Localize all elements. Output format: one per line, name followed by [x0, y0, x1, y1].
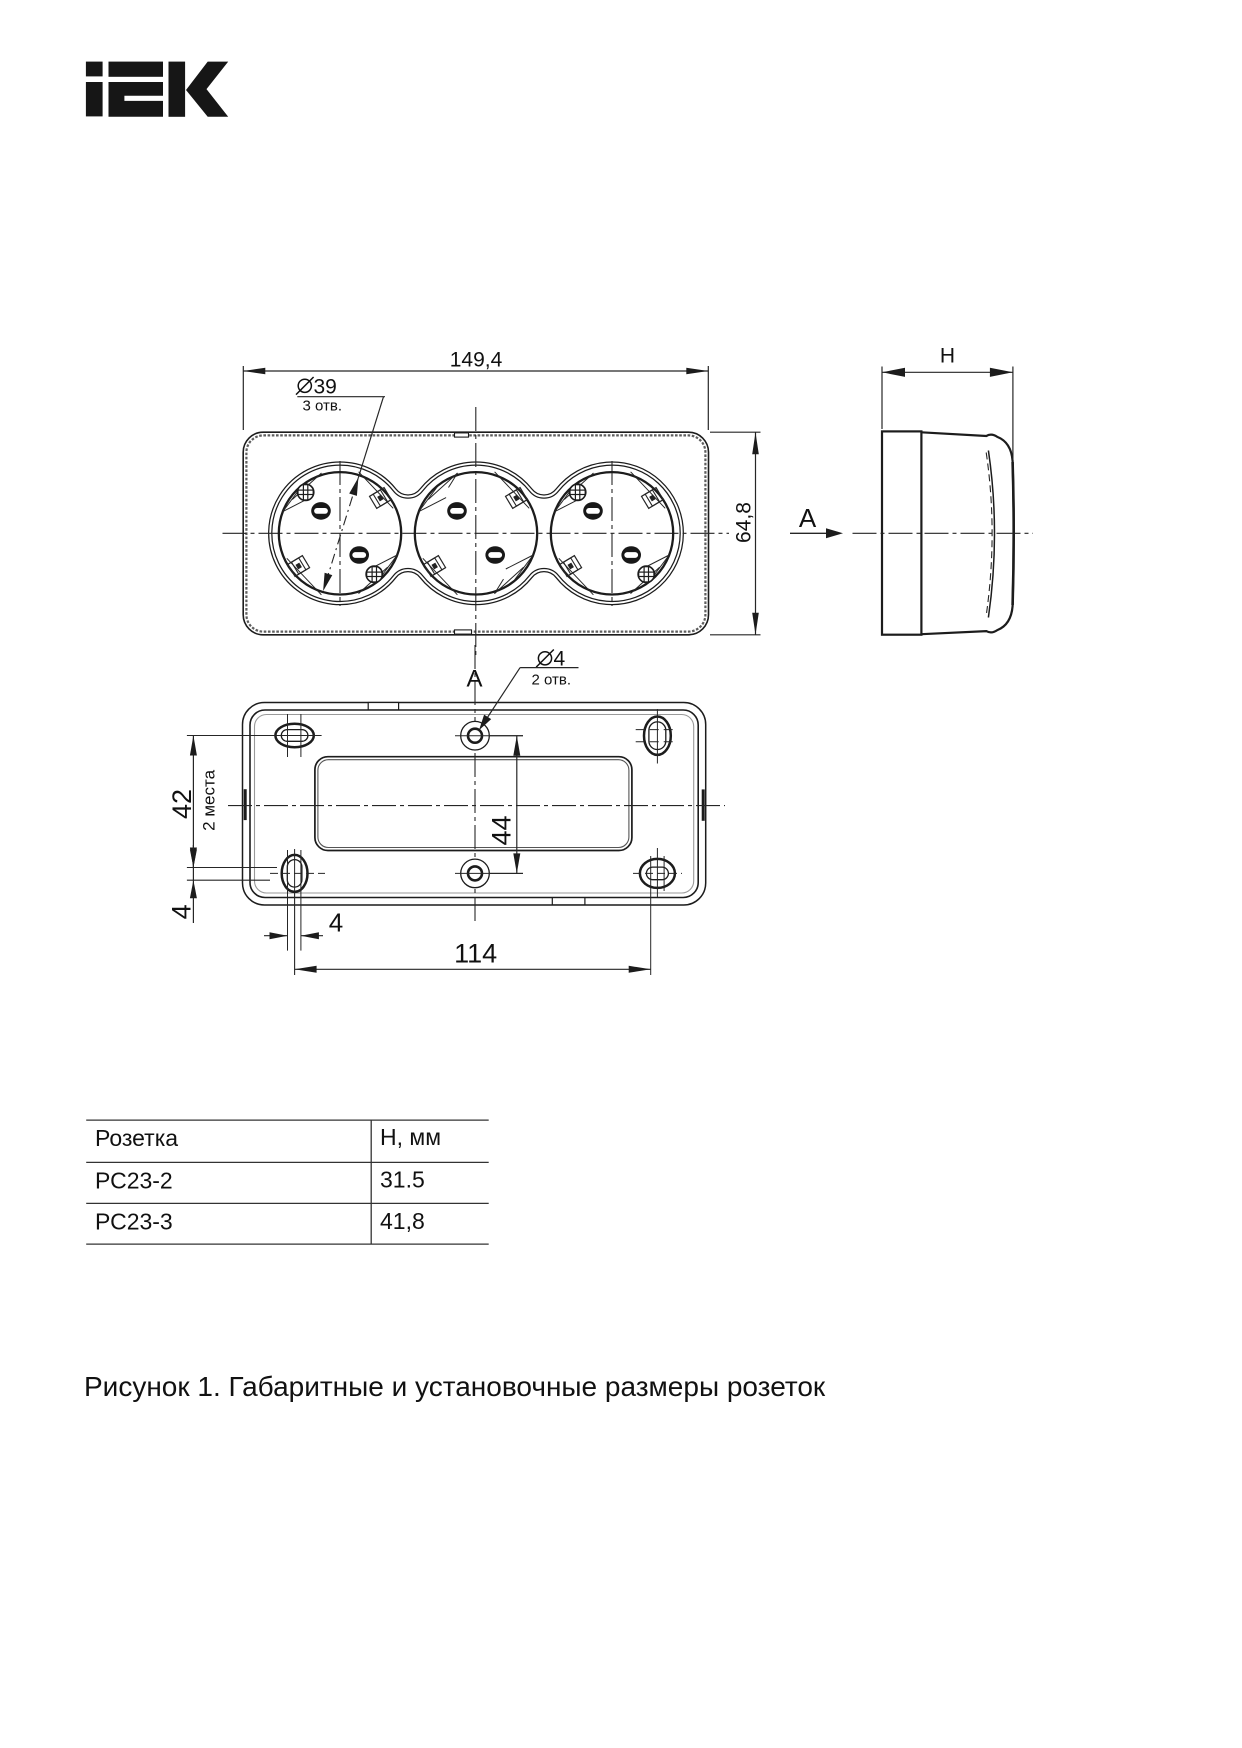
svg-text:149,4: 149,4	[450, 349, 503, 372]
svg-text:114: 114	[454, 939, 497, 969]
svg-text:H: H	[940, 345, 955, 368]
svg-text:2 места: 2 места	[200, 769, 219, 830]
svg-text:РС23-2: РС23-2	[95, 1168, 173, 1194]
svg-text:A: A	[466, 666, 482, 693]
svg-text:39: 39	[314, 376, 337, 399]
svg-text:Н, мм: Н, мм	[380, 1124, 441, 1150]
svg-text:2 отв.: 2 отв.	[532, 672, 572, 689]
svg-text:41,8: 41,8	[380, 1208, 425, 1234]
svg-text:Розетка: Розетка	[95, 1125, 178, 1151]
svg-text:Рисунок 1. Габаритные и устано: Рисунок 1. Габаритные и установочные раз…	[84, 1371, 826, 1402]
svg-text:4: 4	[329, 908, 343, 938]
svg-text:44: 44	[487, 815, 517, 845]
svg-text:3 отв.: 3 отв.	[303, 398, 343, 415]
svg-text:4: 4	[554, 648, 566, 671]
svg-text:31.5: 31.5	[380, 1166, 425, 1192]
svg-text:4: 4	[167, 904, 197, 919]
svg-text:РС23-3: РС23-3	[95, 1209, 173, 1235]
svg-text:A: A	[799, 503, 817, 533]
svg-text:64,8: 64,8	[733, 502, 756, 543]
svg-text:42: 42	[167, 789, 197, 819]
